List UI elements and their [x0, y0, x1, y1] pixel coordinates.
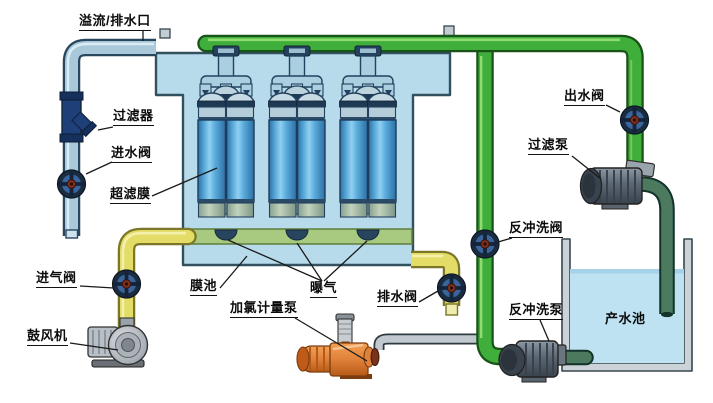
strainer-filter: [59, 91, 98, 143]
label-outlet-valve: 出水阀: [564, 88, 605, 106]
leader-lines: [69, 30, 621, 362]
backwash-valve: [470, 229, 500, 259]
chlorine-dosing-pump: [296, 313, 380, 379]
label-filter-pump: 过滤泵: [528, 137, 569, 155]
label-blower: 鼓风机: [27, 328, 68, 346]
backwash-pump: [498, 340, 567, 383]
overflow-drain-pipe: [62, 38, 156, 239]
drain-pipe-outlet: [445, 303, 459, 316]
label-overflow-outlet: 溢流/排水口: [79, 13, 151, 31]
chlorine-dosing-pipe: [373, 333, 486, 350]
outlet-valve: [619, 105, 650, 135]
drain-valve: [436, 273, 467, 303]
membrane-tank-left-wall-stub: [159, 28, 171, 39]
label-filter: 过滤器: [113, 108, 154, 126]
label-inlet-valve: 进水阀: [111, 145, 152, 163]
label-backwash-pump: 反冲洗泵: [509, 302, 564, 320]
label-uf-membrane: 超滤膜: [110, 186, 151, 204]
permeate-manifold-pipe: [197, 34, 644, 179]
drain-pipe: [411, 250, 461, 316]
label-chlorine-dosing-pump: 加氯计量泵: [230, 300, 298, 318]
label-product-tank: 产水池: [605, 311, 646, 326]
air-pipe: [117, 227, 197, 341]
air-inlet-valve: [111, 269, 142, 299]
label-drain-valve: 排水阀: [377, 289, 418, 307]
label-membrane-tank: 膜池: [190, 278, 218, 296]
label-backwash-valve: 反冲洗阀: [509, 220, 564, 238]
label-aeration: 曝气: [310, 280, 338, 298]
inlet-valve: [56, 169, 87, 199]
product-outlet-pipe: [639, 176, 675, 318]
filter-pump: [579, 159, 656, 210]
drain-outlet-opening: [65, 229, 79, 239]
label-air-valve: 进气阀: [36, 270, 77, 288]
